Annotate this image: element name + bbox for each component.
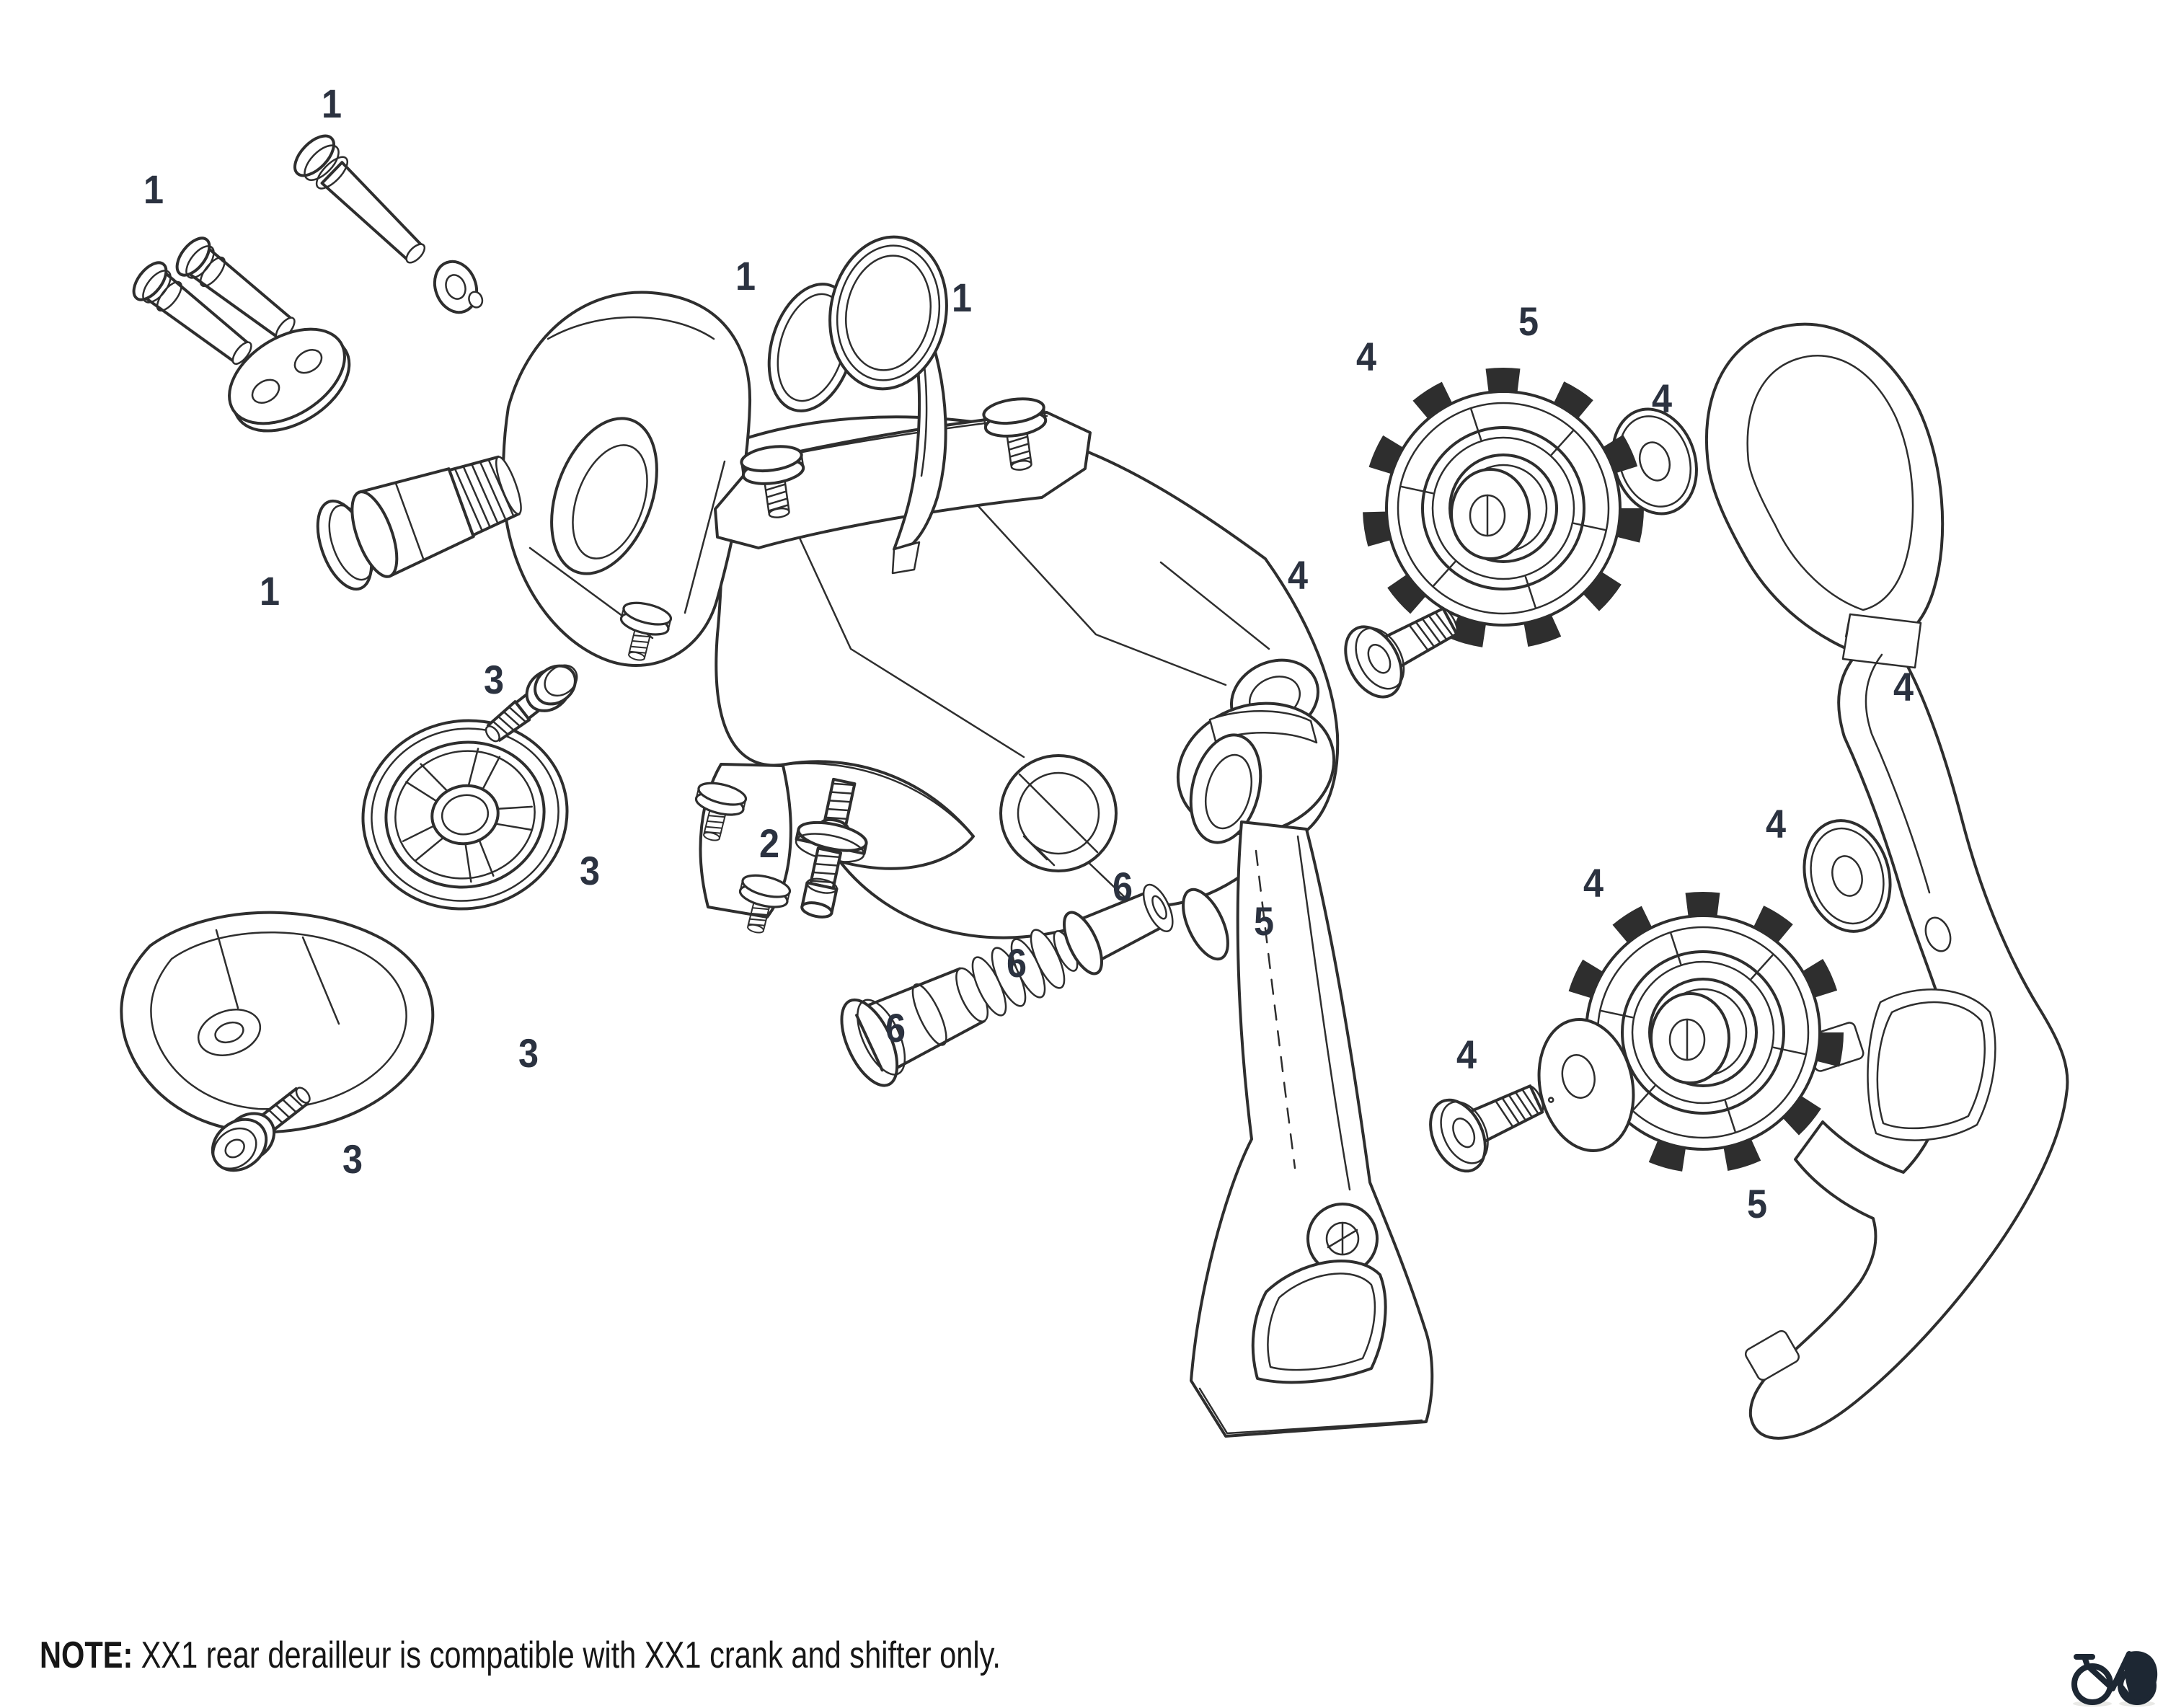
inner-cage-plate bbox=[1190, 820, 1434, 1438]
bicycle-icon bbox=[2071, 1651, 2158, 1707]
adjuster-bushing bbox=[1063, 883, 1174, 975]
lower-pulley-washer-left bbox=[1537, 1018, 1635, 1152]
b-bolt-barrel bbox=[316, 455, 522, 591]
upper-pulley bbox=[1375, 380, 1632, 637]
note-text: XX1 rear derailleur is compatible with X… bbox=[141, 1634, 1001, 1676]
note: NOTE:XX1 rear derailleur is compatible w… bbox=[40, 1634, 1001, 1677]
adjuster-boss bbox=[1182, 888, 1229, 961]
clutch-bolt bbox=[485, 664, 578, 743]
main-body bbox=[502, 291, 1340, 961]
return-spring bbox=[971, 929, 1079, 1017]
mount-plate bbox=[228, 327, 351, 433]
cover-screw bbox=[211, 1087, 311, 1172]
note-prefix: NOTE: bbox=[40, 1634, 133, 1676]
limit-screw-pin bbox=[132, 261, 252, 366]
cage-neck-block bbox=[1841, 613, 1922, 669]
outer-cage-plate bbox=[1704, 322, 2069, 1440]
cage-pivot-cylinder bbox=[1176, 702, 1336, 844]
stud-bolt bbox=[795, 777, 868, 919]
clutch-cover-cap bbox=[120, 911, 435, 1134]
b-pin bbox=[293, 134, 426, 264]
seal-ring bbox=[828, 235, 948, 391]
clutch-roller-disc bbox=[361, 719, 569, 911]
limit-screw-pin bbox=[175, 236, 296, 341]
barrel-adjuster bbox=[840, 967, 989, 1087]
hanger-band bbox=[891, 337, 947, 575]
pin-washer bbox=[433, 260, 484, 314]
lower-pulley-washer-right bbox=[1802, 819, 1892, 933]
upper-pulley-washer bbox=[1611, 407, 1698, 516]
upper-knuckle bbox=[502, 291, 752, 667]
lower-pulley-bolt bbox=[1418, 1061, 1558, 1182]
